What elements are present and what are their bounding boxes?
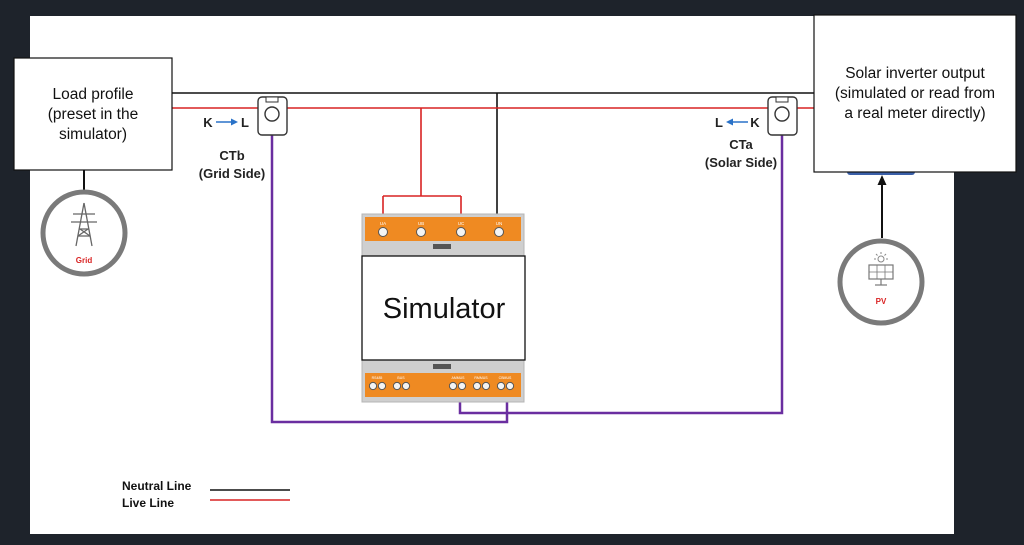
legend: Neutral Line Live Line xyxy=(122,479,290,510)
terminal-ub xyxy=(416,227,426,237)
load-profile-line-2: (preset in the xyxy=(48,106,138,123)
group-label-cbmus: CBMUS xyxy=(499,376,512,380)
bottom-terminals xyxy=(368,381,515,391)
ct-a-name: CTa xyxy=(729,137,753,152)
load-profile-box: Load profile (preset in the simulator) xyxy=(13,57,173,171)
ct-a-wire xyxy=(458,133,784,415)
solar-output-line-1: Solar inverter output xyxy=(845,65,985,82)
ct-a-arrow-icon xyxy=(726,118,733,126)
solar-panel-icon xyxy=(868,252,894,286)
simulator-device: UA UB UC UN Simulator RS485 BUS AMMUS RM… xyxy=(361,213,526,403)
ct-a-clamp xyxy=(767,96,798,136)
pv-label: PV xyxy=(876,297,887,306)
solar-output-line-2: (simulated or read from xyxy=(835,85,995,102)
terminal-b6 xyxy=(457,381,467,391)
simulator-title: Simulator xyxy=(383,293,506,325)
terminal-b5 xyxy=(448,381,458,391)
group-label-ammus: AMMUS xyxy=(451,376,465,380)
terminal-b2 xyxy=(377,381,387,391)
ct-b-side: (Grid Side) xyxy=(199,166,265,181)
terminal-label-ub: UB xyxy=(418,221,424,226)
bottom-latch xyxy=(433,364,451,369)
terminal-ua xyxy=(378,227,388,237)
solar-output-line-3: a real meter directly) xyxy=(844,105,985,122)
top-latch xyxy=(433,244,451,249)
ct-a-k-label: K xyxy=(750,115,760,130)
simulator-panel xyxy=(361,255,526,361)
terminal-b7 xyxy=(472,381,482,391)
group-label-bus: BUS xyxy=(397,376,405,380)
top-terminals: UA UB UC UN xyxy=(378,221,504,237)
ct-b-wire xyxy=(270,133,509,424)
ct-b-l-label: L xyxy=(241,115,249,130)
terminal-uc xyxy=(456,227,466,237)
terminal-un xyxy=(494,227,504,237)
legend-live-label: Live Line xyxy=(122,496,174,510)
terminal-b10 xyxy=(505,381,515,391)
transmission-tower-icon xyxy=(71,202,97,247)
terminal-label-uc: UC xyxy=(458,221,465,226)
terminal-b8 xyxy=(481,381,491,391)
ct-b-clamp xyxy=(257,96,288,136)
group-label-rmmus: RMMUS xyxy=(474,376,488,380)
terminal-label-un: UN xyxy=(496,221,503,226)
terminal-b3 xyxy=(392,381,402,391)
terminal-b1 xyxy=(368,381,378,391)
ct-a-l-label: L xyxy=(715,115,723,130)
ct-a-side: (Solar Side) xyxy=(705,155,777,170)
pv-arrow-icon xyxy=(877,175,887,185)
legend-neutral-label: Neutral Line xyxy=(122,479,192,493)
terminal-b4 xyxy=(401,381,411,391)
ct-b-arrow-icon xyxy=(231,118,238,126)
load-profile-line-3: simulator) xyxy=(59,126,127,143)
solar-output-box: Solar inverter output (simulated or read… xyxy=(813,14,1017,173)
group-label-rs485: RS485 xyxy=(372,376,383,380)
ct-b-name: CTb xyxy=(219,148,244,163)
terminal-b9 xyxy=(496,381,506,391)
grid-node: Grid xyxy=(40,189,128,277)
ct-b-k-label: K xyxy=(203,115,213,130)
load-profile-line-1: Load profile xyxy=(52,86,133,103)
pv-node: PV xyxy=(837,238,925,326)
terminal-label-ua: UA xyxy=(380,221,386,226)
grid-label: Grid xyxy=(76,256,93,265)
bottom-terminal-strip xyxy=(365,373,521,397)
